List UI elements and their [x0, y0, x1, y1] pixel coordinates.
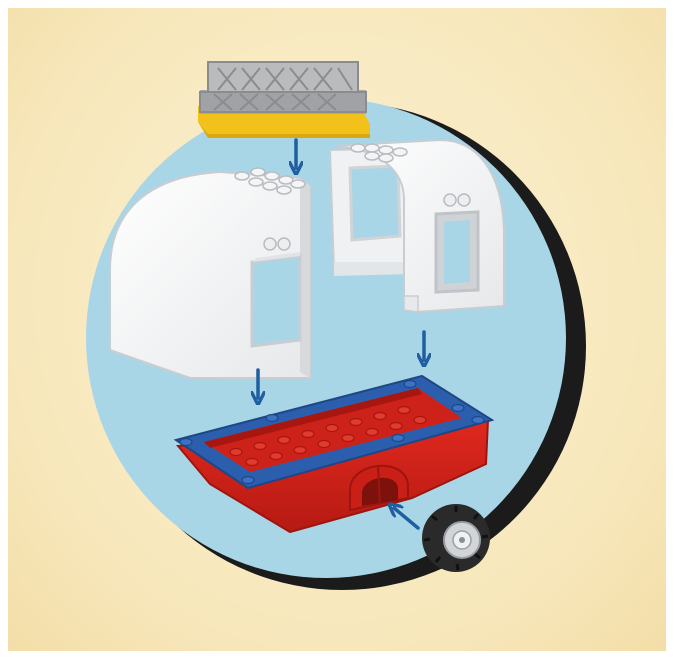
arrow-up-left-icon — [394, 508, 420, 530]
left-shell-piece — [109, 167, 311, 379]
trailer-base-piece — [173, 374, 495, 534]
wheel-piece — [422, 504, 490, 572]
right-shell-piece — [328, 138, 505, 314]
roof-rack-piece — [198, 61, 370, 138]
